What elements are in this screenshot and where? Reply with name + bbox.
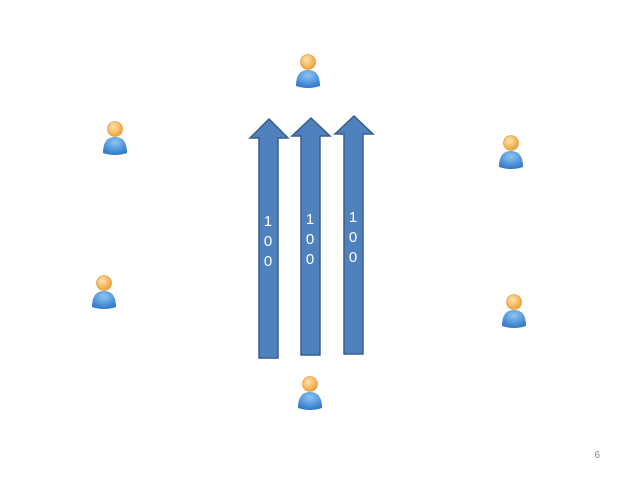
arrow-label: 1 0 0	[263, 213, 273, 270]
up-arrow-3: 1 0 0	[333, 114, 375, 357]
person-icon	[100, 120, 130, 156]
up-arrow-2: 1 0 0	[290, 116, 332, 359]
arrow-label: 1 0 0	[305, 211, 315, 268]
up-arrow-1: 1 0 0	[248, 117, 290, 360]
page-number: 6	[594, 450, 600, 461]
arrow-label: 1 0 0	[348, 209, 358, 266]
person-icon	[89, 274, 119, 310]
person-icon	[293, 53, 323, 89]
person-icon	[496, 134, 526, 170]
person-icon	[499, 293, 529, 329]
person-icon	[295, 375, 325, 411]
